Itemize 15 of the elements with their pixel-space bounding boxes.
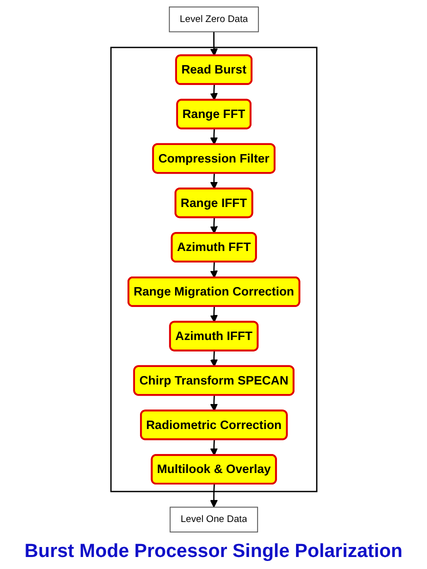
arrow bbox=[210, 484, 218, 508]
diagram-caption: Burst Mode Processor Single Polarization bbox=[24, 540, 404, 564]
node-box: Level One Data bbox=[169, 506, 258, 532]
arrow bbox=[210, 173, 218, 190]
arrow bbox=[210, 32, 218, 56]
node-box: Level Zero Data bbox=[168, 6, 258, 32]
arrow bbox=[210, 262, 218, 278]
arrow bbox=[210, 84, 218, 100]
arrow bbox=[210, 440, 218, 456]
arrow bbox=[210, 350, 218, 367]
arrow bbox=[210, 395, 218, 412]
arrow bbox=[210, 306, 218, 323]
arrow bbox=[210, 128, 218, 145]
cluster bbox=[110, 46, 318, 492]
arrow bbox=[210, 218, 218, 234]
